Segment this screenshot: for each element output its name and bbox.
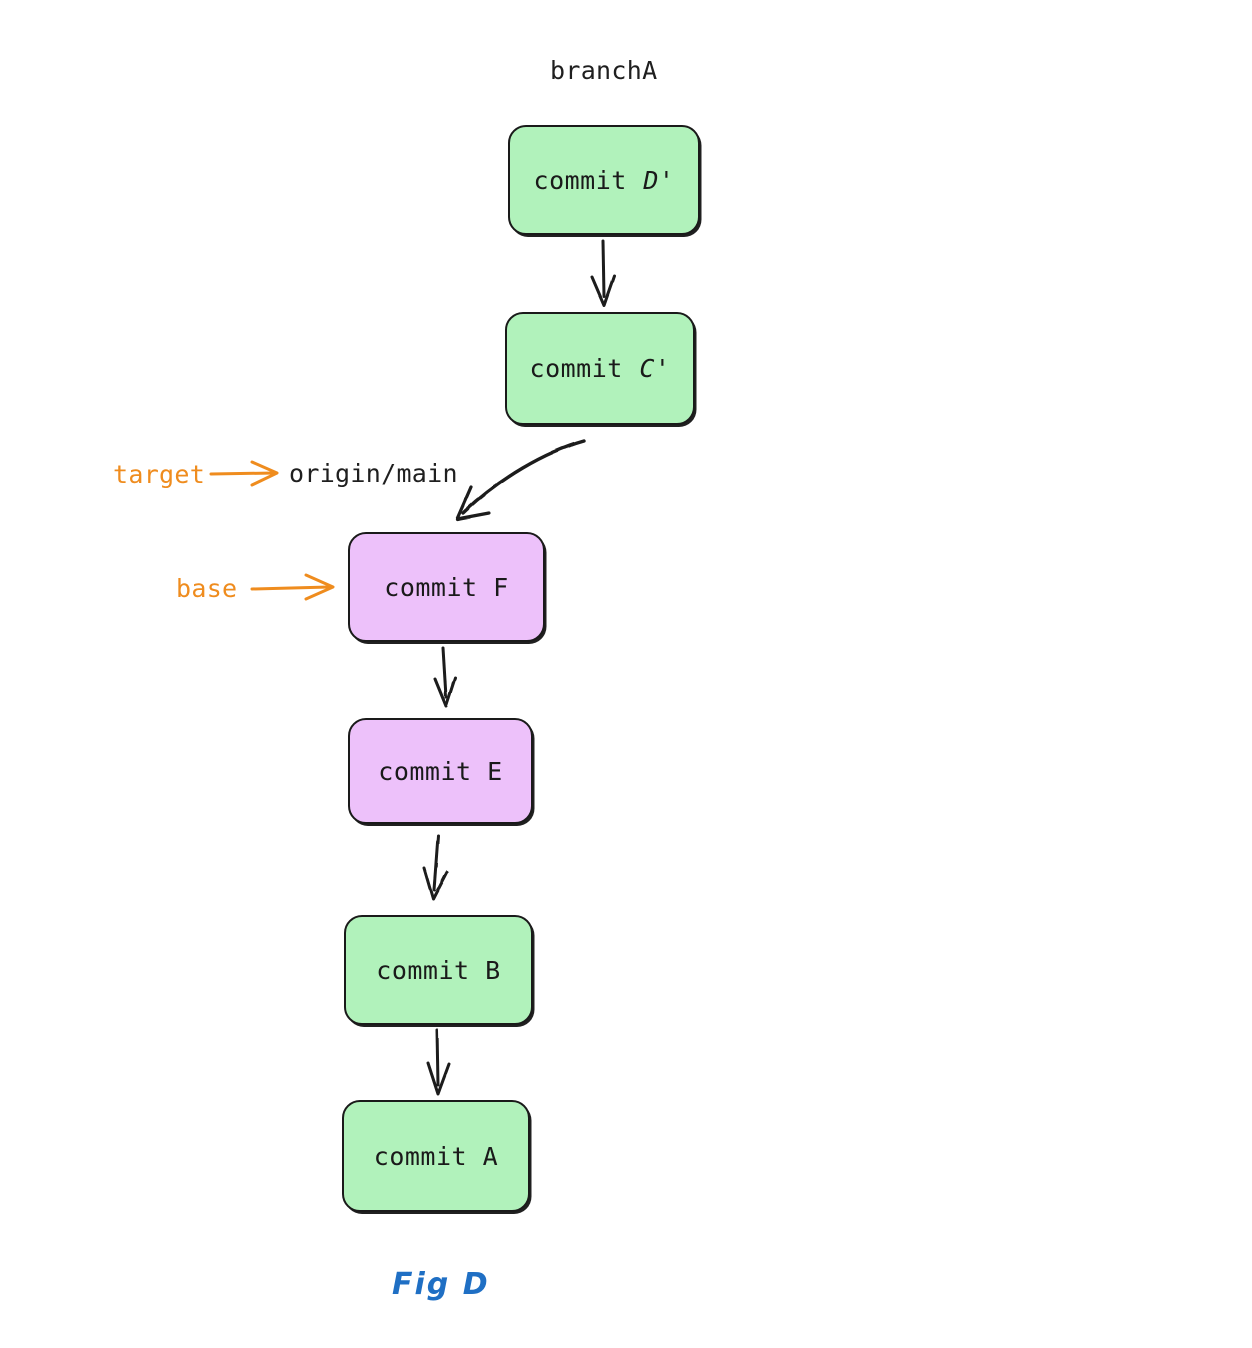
edge-b-to-a	[426, 1028, 451, 1096]
commit-node-f[interactable]: commit F	[348, 532, 545, 642]
commit-node-a-label: commit A	[373, 1141, 499, 1171]
commit-node-b[interactable]: commit B	[344, 915, 533, 1025]
branch-label-origin-main: origin/main	[289, 459, 458, 488]
commit-node-a[interactable]: commit A	[342, 1100, 530, 1212]
commit-node-d-prime-label: commit D'	[533, 165, 675, 195]
commit-node-f-label: commit F	[384, 572, 509, 602]
edge-f-to-e	[433, 646, 457, 708]
figure-caption: Fig D	[392, 1267, 490, 1302]
annotation-label-target: target	[113, 460, 206, 489]
commit-node-e-label: commit E	[378, 756, 503, 786]
branch-label-branchA: branchA	[550, 56, 658, 85]
commit-node-c-prime[interactable]: commit C'	[505, 312, 695, 425]
commit-node-b-label: commit B	[376, 955, 501, 985]
commit-node-d-prime[interactable]: commit D'	[508, 125, 700, 235]
edge-c-prime-to-f	[455, 439, 586, 521]
edge-d-prime-to-c-prime	[590, 239, 616, 307]
commit-node-c-prime-label: commit C'	[529, 354, 671, 383]
annotation-label-base: base	[176, 574, 238, 603]
commit-node-e[interactable]: commit E	[348, 718, 533, 824]
annotation-arrow-base	[250, 573, 335, 601]
annotation-arrow-target	[209, 460, 279, 487]
edge-e-to-b	[422, 834, 449, 901]
